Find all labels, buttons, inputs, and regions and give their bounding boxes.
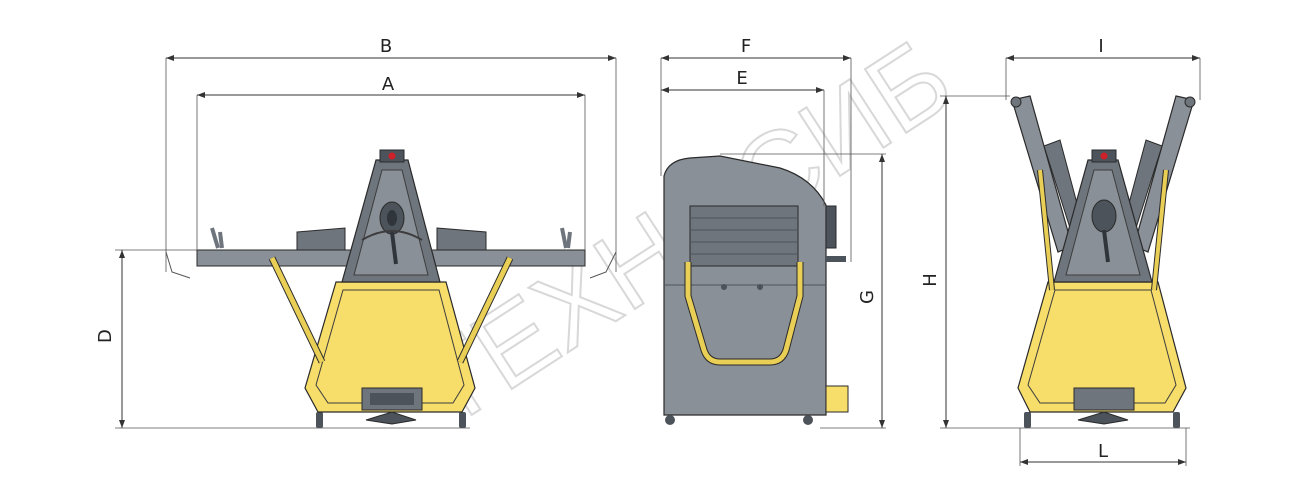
label-i: I	[1098, 36, 1103, 57]
dimension-lines	[115, 55, 1201, 466]
label-l: L	[1098, 441, 1108, 462]
label-f: F	[741, 36, 751, 57]
drawer-handle	[370, 393, 414, 405]
label-h: H	[920, 273, 941, 287]
side-base-yellow	[825, 385, 849, 413]
side-wheel-left	[665, 415, 675, 425]
support-arm-left	[269, 256, 325, 364]
side-support-arm	[685, 262, 803, 365]
dimension-labels: B A D F E G I H L	[95, 36, 1108, 462]
roll-holder-right	[560, 227, 572, 249]
side-view	[663, 155, 849, 425]
folded-indicator-light	[1100, 152, 1108, 160]
machine-base	[304, 281, 476, 413]
label-b: B	[380, 36, 392, 57]
folded-pivot-right	[1184, 96, 1196, 108]
dim-b-hooks	[165, 251, 617, 279]
folded-base-inner	[1027, 289, 1177, 404]
base-inner-frame	[315, 289, 465, 404]
scraper-guard	[361, 230, 423, 241]
folded-wheel-right	[1173, 412, 1180, 428]
side-bolt-right	[757, 284, 763, 290]
folded-arm-right	[1152, 169, 1168, 291]
table-cover-right	[436, 227, 487, 251]
folded-foot-pedal	[1077, 411, 1129, 425]
table-cover-left	[296, 227, 346, 251]
label-a: A	[382, 74, 395, 95]
front-open-view	[196, 149, 586, 428]
folded-control-lever	[1102, 229, 1110, 263]
side-handwheel	[825, 205, 837, 249]
front-wheel-left	[316, 412, 323, 428]
knob-center	[387, 210, 397, 226]
indicator-light-red	[388, 152, 396, 160]
label-d: D	[95, 329, 116, 343]
control-lever	[390, 231, 398, 265]
folded-arm-left	[1038, 169, 1054, 291]
side-lever	[826, 256, 846, 262]
front-wheel-right	[459, 412, 466, 428]
front-folded-view	[1010, 95, 1196, 428]
label-e: E	[736, 68, 747, 89]
folded-wheel-left	[1024, 412, 1031, 428]
support-arm-right	[457, 256, 513, 364]
folded-thickness-knob	[1091, 199, 1117, 233]
folded-base	[1017, 281, 1187, 413]
side-bolt-left	[721, 284, 727, 290]
roll-holder-left	[210, 227, 224, 249]
roller-housing	[689, 205, 799, 267]
foot-pedal	[365, 411, 417, 425]
folded-flour-drawer	[1073, 387, 1135, 411]
side-wheel-right	[803, 415, 813, 425]
folded-pivot-left	[1010, 96, 1022, 108]
label-g: G	[857, 290, 878, 304]
roller-slats	[690, 217, 798, 255]
